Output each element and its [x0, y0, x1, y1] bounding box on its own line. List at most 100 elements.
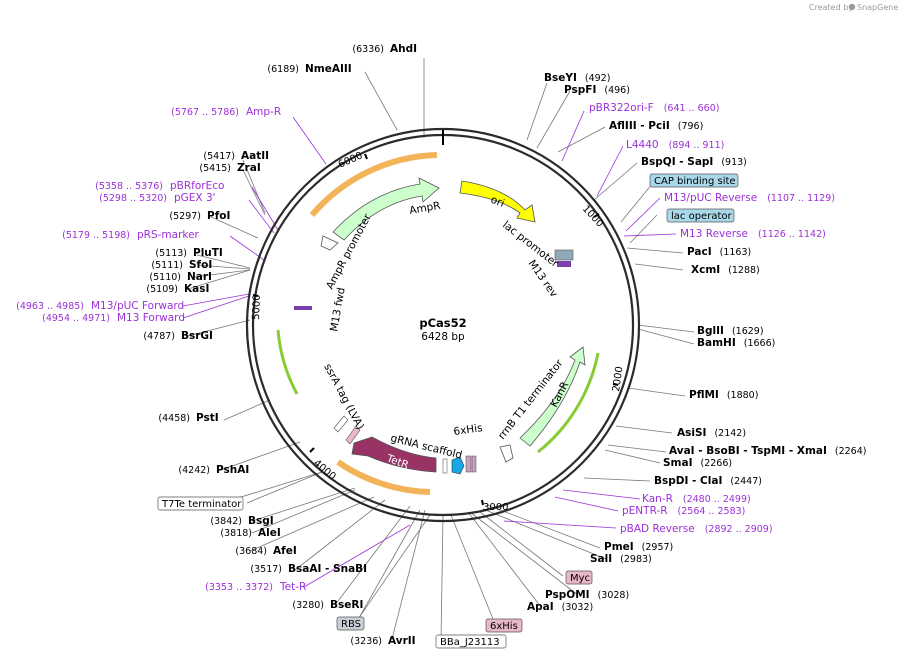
box-rbs	[336, 616, 365, 631]
site-asisi-pos: (2142)	[714, 428, 746, 439]
rrnb-terminator-feature[interactable]	[499, 444, 514, 463]
primer-amp-r-name[interactable]: Amp-R	[246, 106, 281, 118]
tick-label-5000: 5000	[251, 294, 263, 320]
site-xcmi-name[interactable]: XcmI	[691, 264, 720, 276]
box-rbs-label[interactable]: RBS	[341, 619, 361, 630]
site-bglii-name[interactable]: BglII	[697, 325, 724, 337]
primer-pgex-3-pos: (5298 .. 5320)	[99, 193, 167, 204]
site-ahdi-name[interactable]: AhdI	[390, 43, 417, 55]
site-nmeaiii-pos: (6189)	[267, 64, 299, 75]
site-sali-name[interactable]: SalI	[590, 553, 612, 565]
site-bseri-name[interactable]: BseRI	[330, 599, 363, 611]
site-avrii-pos: (3236)	[350, 636, 382, 647]
primer-pgex-3-name[interactable]: pGEX 3'	[174, 192, 216, 204]
plasmid-name: pCas52	[419, 316, 466, 330]
box-t7te-terminator-label[interactable]: T7Te terminator	[161, 499, 242, 510]
green-arc-right	[537, 352, 600, 454]
site-pmei-name[interactable]: PmeI	[604, 541, 634, 553]
primer-tet-r-name[interactable]: Tet-R	[279, 581, 306, 593]
kanr-feature[interactable]	[519, 346, 586, 447]
primer-l4440-pos: (894 .. 911)	[669, 140, 725, 151]
callout-lines	[187, 58, 695, 642]
primer-pbrforeco-name[interactable]: pBRforEco	[170, 180, 224, 192]
site-aatii-name[interactable]: AatII	[241, 150, 269, 162]
site-avrii-name[interactable]: AvrII	[388, 635, 416, 647]
site-pshai-name[interactable]: PshAI	[216, 464, 249, 476]
ori-feature[interactable]	[459, 180, 536, 223]
site-bamhi-name[interactable]: BamHI	[697, 337, 736, 349]
orange-arc-bottom	[336, 459, 431, 495]
primer-amp-r-pos: (5767 .. 5786)	[171, 107, 239, 118]
site-pluti-name[interactable]: PluTI	[193, 247, 223, 259]
site-bsrgi-name[interactable]: BsrGI	[181, 330, 213, 342]
site-zrai-name[interactable]: ZraI	[237, 162, 261, 174]
primer-m13-forward-pos: (4954 .. 4971)	[42, 313, 110, 324]
primer-kan-r-name[interactable]: Kan-R	[642, 493, 673, 505]
site-pspomi-name[interactable]: PspOMI	[545, 589, 590, 601]
m13-rev-primer-mark	[557, 261, 571, 267]
primer-pbr322ori-f-name[interactable]: pBR322ori-F	[589, 102, 654, 114]
box-bba-j23113-label[interactable]: BBa_J23113	[440, 637, 500, 648]
site-bseyi-name[interactable]: BseYI	[544, 72, 577, 84]
gRNA-scaffold-feature[interactable]	[451, 456, 465, 475]
site-bglii-pos: (1629)	[732, 326, 764, 337]
site-afei-name[interactable]: AfeI	[273, 545, 297, 557]
ampr-promoter-feature[interactable]	[320, 235, 339, 251]
site-nmeaiii-name[interactable]: NmeAIII	[305, 63, 352, 75]
backbone-outer	[245, 127, 641, 523]
ssra-tag-feature[interactable]	[345, 425, 361, 445]
box-lac-operator-label[interactable]: lac operator	[671, 211, 732, 222]
tick-label-3000: 3000	[483, 502, 508, 513]
site-asisi-name[interactable]: AsiSI	[677, 427, 706, 439]
myc-feature[interactable]	[471, 455, 477, 473]
primer-m13-reverse-name[interactable]: M13 Reverse	[680, 228, 748, 240]
6xhis-feature[interactable]	[465, 455, 472, 473]
primer-l4440-name[interactable]: L4440	[626, 139, 659, 151]
site-nari-pos: (5110)	[149, 272, 181, 283]
feature-label-kanr: KanR	[548, 380, 571, 410]
site-sfoi-name[interactable]: SfoI	[189, 259, 212, 271]
site-apai-name[interactable]: ApaI	[527, 601, 554, 613]
site-bspqi-sapi-name[interactable]: BspQI - SapI	[641, 156, 713, 168]
box-myc-label[interactable]: Myc	[570, 573, 590, 584]
credit-brand: SnapGene	[857, 3, 898, 12]
site-aatii-pos: (5417)	[203, 151, 235, 162]
bba-promoter-feature[interactable]	[442, 458, 448, 474]
primer-pbrforeco-pos: (5358 .. 5376)	[95, 181, 163, 192]
primer-prs-marker-name[interactable]: pRS-marker	[137, 229, 200, 241]
site-alei-name[interactable]: AleI	[258, 527, 281, 539]
site-bsgi-name[interactable]: BsgI	[248, 515, 274, 527]
box-cap-binding-site-label[interactable]: CAP binding site	[654, 176, 736, 187]
tetr-feature[interactable]	[351, 436, 437, 473]
primer-pentr-r-name[interactable]: pENTR-R	[622, 505, 668, 517]
site-psti-name[interactable]: PstI	[196, 412, 219, 424]
site-bsaai-snabi-name[interactable]: BsaAI - SnaBI	[288, 563, 367, 575]
site-afliii-pcii-name[interactable]: AflIII - PciI	[609, 120, 670, 132]
site-smai-name[interactable]: SmaI	[663, 457, 693, 469]
primer-m13-puc-forward-name[interactable]: M13/pUC Forward	[91, 300, 184, 312]
site-paci-name[interactable]: PacI	[687, 246, 712, 258]
box-6xhis-label[interactable]: 6xHis	[490, 621, 518, 632]
site-bspdi-clai-pos: (2447)	[730, 476, 762, 487]
t7te-terminator-feature[interactable]	[333, 415, 349, 433]
site-bspdi-clai-name[interactable]: BspDI - ClaI	[654, 475, 722, 487]
site-kasi-name[interactable]: KasI	[184, 283, 209, 295]
orange-arc-top	[309, 152, 438, 217]
site-pfoi-name[interactable]: PfoI	[207, 210, 230, 222]
site-pspfi-name[interactable]: PspFI	[564, 84, 596, 96]
site-bsrgi-pos: (4787)	[143, 331, 175, 342]
primer-m13-puc-reverse-name[interactable]: M13/pUC Reverse	[664, 192, 757, 204]
primer-tet-r-pos: (3353 .. 3372)	[205, 582, 273, 593]
m13-fwd-primer-mark	[294, 306, 312, 310]
primer-m13-forward-name[interactable]: M13 Forward	[117, 312, 185, 324]
primer-pentr-r-pos: (2564 .. 2583)	[678, 506, 746, 517]
primer-pbad-reverse-name[interactable]: pBAD Reverse	[620, 523, 695, 535]
site-avai-bsobi-tspmi-xmai-name[interactable]: AvaI - BsoBI - TspMI - XmaI	[669, 445, 827, 457]
ampr-feature[interactable]	[332, 177, 440, 241]
site-pflmi-name[interactable]: PflMI	[689, 389, 719, 401]
lac-promoter-feature[interactable]	[554, 249, 574, 261]
primer-m13-puc-forward-pos: (4963 .. 4985)	[16, 301, 84, 312]
site-nari-name[interactable]: NarI	[187, 271, 212, 283]
